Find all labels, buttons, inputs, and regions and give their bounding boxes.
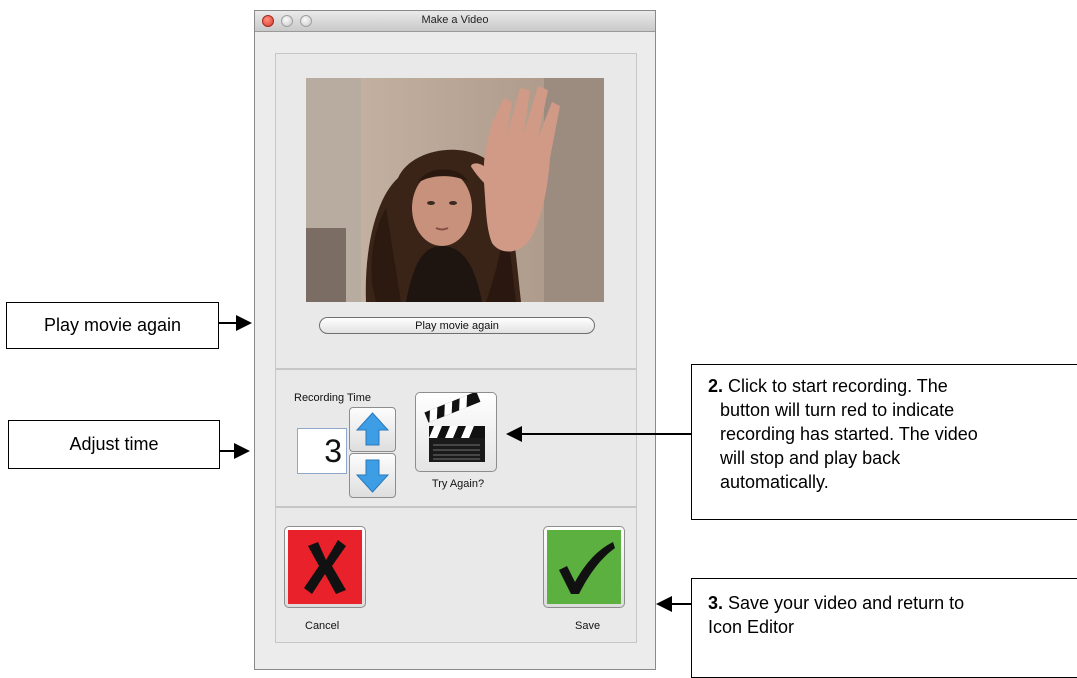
annotation-save: 3. Save your video and return to Icon Ed… <box>691 578 1077 678</box>
annotation-save-text-1: Save your video and return to <box>728 593 965 613</box>
title-bar[interactable]: Make a Video <box>255 11 655 32</box>
try-again-label: Try Again? <box>431 478 485 490</box>
recording-time-field[interactable]: 3 <box>297 428 347 474</box>
annotation-record-line-3: recording has started. The video <box>720 424 978 444</box>
arrow-down-icon <box>355 459 390 493</box>
annotation-save-line-2: Icon Editor <box>708 617 795 637</box>
clapperboard-icon <box>424 391 485 462</box>
zoom-window-button[interactable] <box>300 15 312 27</box>
annotation-record-text-1: Click to start recording. The <box>728 376 948 396</box>
annotation-save-number: 3. <box>708 593 724 613</box>
window-title: Make a Video <box>421 14 489 26</box>
save-button[interactable] <box>543 526 625 608</box>
cancel-label: Cancel <box>305 620 340 632</box>
annotation-arrows <box>219 315 691 612</box>
decrease-time-button[interactable] <box>349 453 396 498</box>
save-label: Save <box>575 620 601 632</box>
annotation-record-line-5: automatically. <box>720 472 829 492</box>
annotation-record-number: 2. <box>708 376 724 396</box>
annotation-save-line-1: 3. Save your video and return to <box>708 591 1070 615</box>
cancel-button[interactable] <box>284 526 366 608</box>
close-window-button[interactable] <box>262 15 274 27</box>
x-mark-icon <box>288 530 362 604</box>
annotation-record-line-2: button will turn red to indicate <box>720 400 955 420</box>
annotation-record-line-1: 2. Click to start recording. The <box>708 374 1070 398</box>
arrow-up-icon <box>355 412 390 446</box>
annotation-record-line-4: will stop and play back <box>720 448 901 468</box>
annotation-adjust-time: Adjust time <box>8 420 220 469</box>
video-preview <box>306 78 604 302</box>
minimize-window-button[interactable] <box>281 15 293 27</box>
make-a-video-window: Make a Video <box>254 10 656 670</box>
start-recording-button[interactable] <box>415 391 497 472</box>
recording-time-label: Recording Time <box>294 392 372 404</box>
increase-time-button[interactable] <box>349 407 396 452</box>
annotation-play-again: Play movie again <box>6 302 219 349</box>
video-frame-image <box>306 78 604 302</box>
checkmark-icon <box>547 530 621 604</box>
play-movie-again-button[interactable]: Play movie again <box>319 317 595 334</box>
annotation-record: 2. Click to start recording. The button … <box>691 364 1077 520</box>
